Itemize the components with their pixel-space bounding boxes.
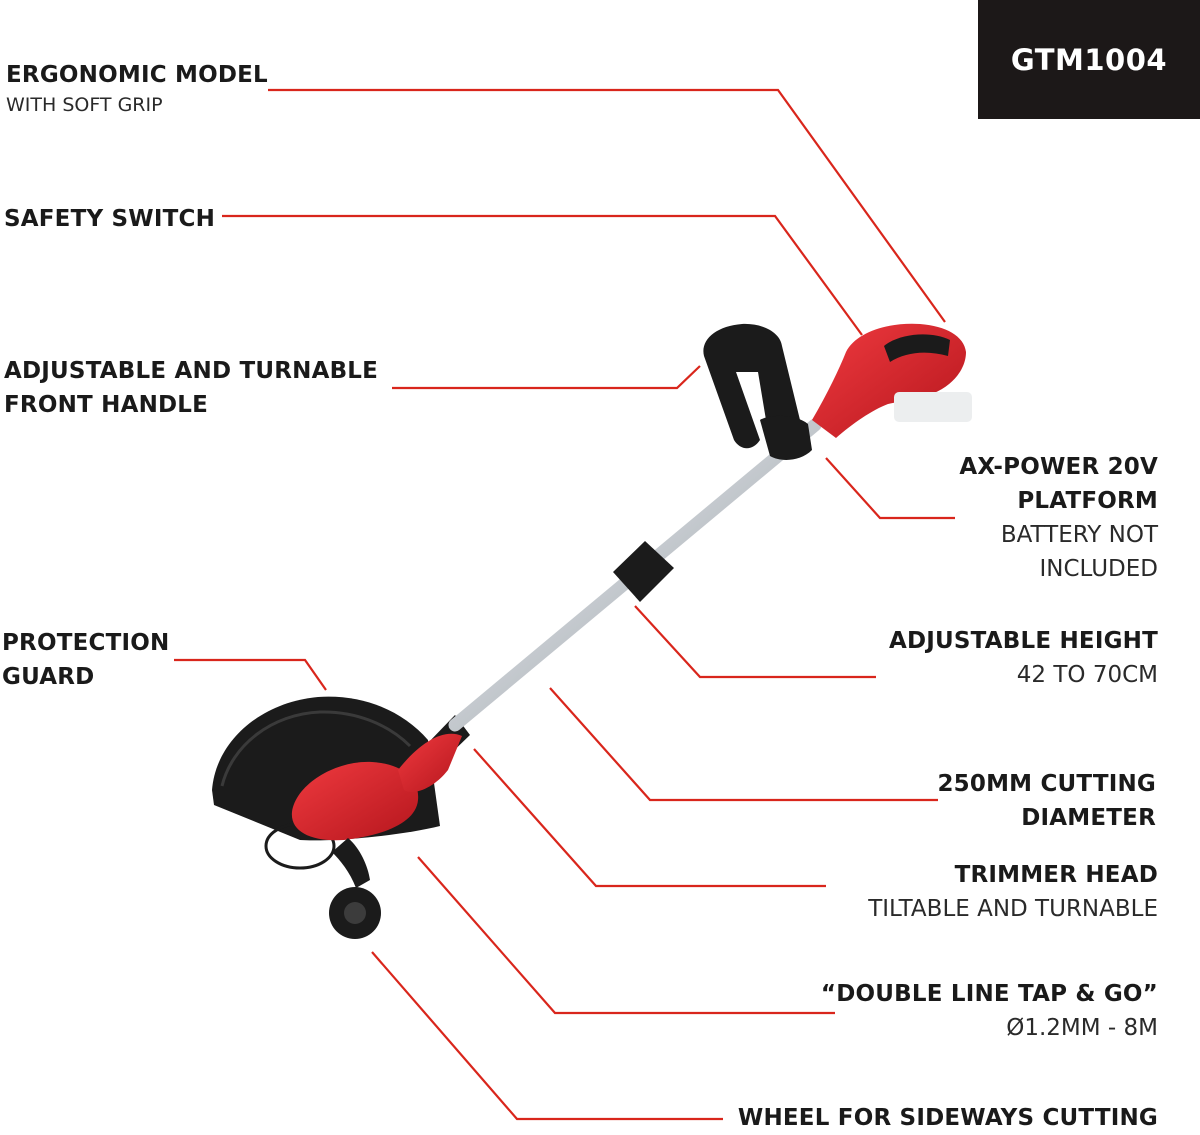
- callout-trimmer-head-title: TRIMMER HEAD: [954, 862, 1158, 888]
- callout-line-platform: [825, 457, 955, 520]
- callout-trimmer-head: TRIMMER HEAD TILTABLE AND TURNABLE: [868, 858, 1158, 926]
- callout-platform-sub2: INCLUDED: [1039, 556, 1158, 582]
- callout-line-line-feed: [417, 856, 835, 1015]
- callout-platform-sub: BATTERY NOT: [1000, 522, 1158, 548]
- callout-front-handle: ADJUSTABLE AND TURNABLE FRONT HANDLE: [4, 354, 378, 422]
- callout-line-feed: “DOUBLE LINE TAP & GO” Ø1.2MM - 8M: [821, 977, 1158, 1045]
- callout-wheel: WHEEL FOR SIDEWAYS CUTTING: [738, 1101, 1158, 1135]
- callout-line-feed-title: “DOUBLE LINE TAP & GO”: [820, 981, 1158, 1007]
- model-badge: GTM1004: [978, 0, 1200, 119]
- callout-line-ergonomic: [268, 88, 946, 323]
- callout-ergonomic-sub: WITH SOFT GRIP: [6, 94, 163, 116]
- motor-housing: [291, 761, 419, 841]
- callout-line-diameter: [549, 687, 938, 802]
- callout-safety-switch-title: SAFETY SWITCH: [4, 206, 216, 232]
- callout-diameter-title2: DIAMETER: [1021, 805, 1156, 831]
- callout-height-title: ADJUSTABLE HEIGHT: [888, 628, 1158, 654]
- callout-trimmer-head-sub: TILTABLE AND TURNABLE: [868, 896, 1158, 922]
- callout-protection-guard: PROTECTION GUARD: [2, 626, 169, 694]
- callout-line-height: [634, 605, 876, 679]
- callout-line-front-handle: [392, 365, 701, 390]
- callout-protection-guard-title: PROTECTION: [2, 630, 170, 656]
- callout-diameter-title: 250MM CUTTING: [937, 771, 1156, 797]
- callout-protection-guard-title2: GUARD: [2, 664, 95, 690]
- callout-platform-title2: PLATFORM: [1017, 488, 1158, 514]
- callout-ergonomic-title: ERGONOMIC MODEL: [6, 62, 268, 88]
- trimmer-illustration: [212, 323, 972, 939]
- callout-front-handle-title: ADJUSTABLE AND TURNABLE: [4, 358, 379, 384]
- callout-ergonomic: ERGONOMIC MODEL WITH SOFT GRIP: [6, 58, 268, 118]
- callout-line-trimmer-head: [473, 748, 826, 888]
- battery-outline: [894, 392, 972, 422]
- callout-lines: [174, 88, 955, 1121]
- callout-platform: AX-POWER 20V PLATFORM BATTERY NOT INCLUD…: [959, 450, 1158, 586]
- callout-line-protection-guard: [174, 658, 327, 691]
- callout-height-sub: 42 TO 70CM: [1016, 662, 1158, 688]
- callout-diameter: 250MM CUTTING DIAMETER: [937, 767, 1156, 835]
- callout-wheel-title: WHEEL FOR SIDEWAYS CUTTING: [737, 1105, 1158, 1131]
- callout-line-safety-switch: [222, 214, 863, 336]
- callout-front-handle-title2: FRONT HANDLE: [4, 392, 209, 418]
- callout-line-feed-sub: Ø1.2MM - 8M: [1006, 1015, 1158, 1041]
- callout-height: ADJUSTABLE HEIGHT 42 TO 70CM: [889, 624, 1158, 692]
- callout-platform-title: AX-POWER 20V: [959, 454, 1158, 480]
- callout-line-wheel: [371, 951, 723, 1121]
- callout-safety-switch: SAFETY SWITCH: [4, 202, 215, 236]
